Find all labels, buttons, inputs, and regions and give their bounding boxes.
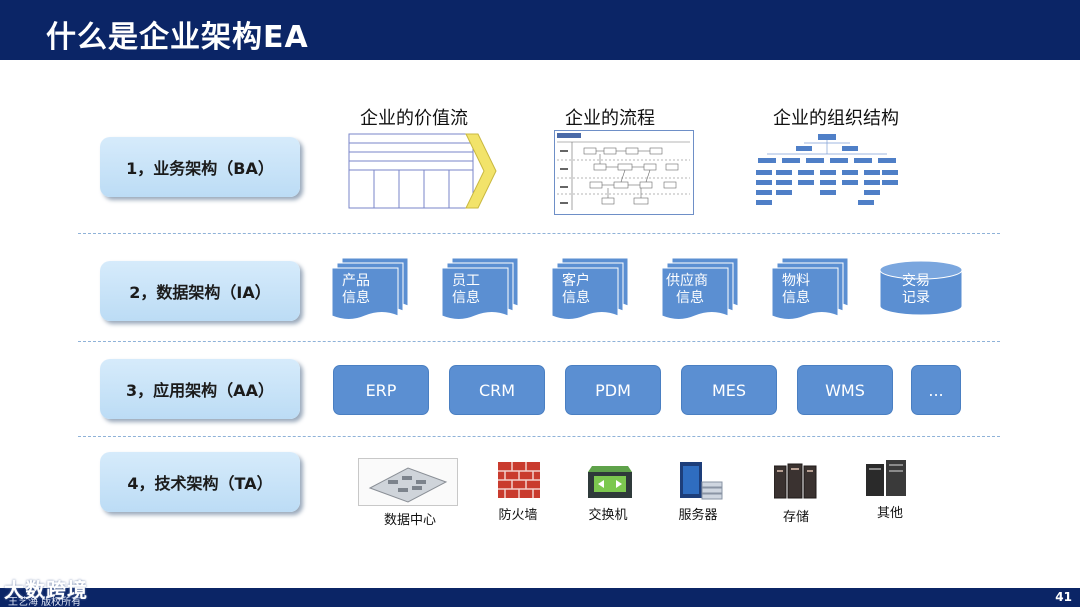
separator bbox=[78, 341, 1000, 342]
tech-other: 其他 bbox=[876, 506, 903, 521]
org-chart-diagram bbox=[756, 134, 898, 205]
datacenter-icon bbox=[358, 458, 458, 506]
data-item-customer: 客户 信息 bbox=[562, 273, 590, 306]
other-hardware-icon bbox=[866, 460, 906, 496]
tech-storage: 存储 bbox=[782, 510, 809, 525]
data-item-product: 产品 信息 bbox=[342, 273, 370, 306]
document-stack-icon bbox=[442, 257, 519, 320]
data-item-employee: 员工 信息 bbox=[452, 273, 480, 306]
tech-datacenter: 数据中心 bbox=[383, 513, 436, 528]
value-chain-diagram bbox=[348, 133, 497, 209]
app-wms[interactable]: WMS bbox=[797, 365, 893, 415]
app-mes[interactable]: MES bbox=[681, 365, 777, 415]
document-stack-icon bbox=[662, 257, 739, 320]
app-pdm[interactable]: PDM bbox=[565, 365, 661, 415]
footer-bar bbox=[0, 588, 1080, 607]
header-bar bbox=[0, 0, 1080, 60]
data-item-transactions: 交易 记录 bbox=[902, 273, 930, 306]
watermark: 大数跨境 bbox=[4, 578, 88, 602]
server-icon bbox=[680, 462, 723, 500]
app-erp[interactable]: ERP bbox=[333, 365, 429, 415]
layer-application[interactable]: 3，应用架构（AA） bbox=[100, 359, 300, 419]
data-item-supplier: 供应商 信息 bbox=[666, 273, 708, 306]
database-icon bbox=[879, 260, 963, 316]
firewall-icon bbox=[498, 462, 540, 498]
process-flow-diagram bbox=[554, 130, 694, 215]
document-stack-icon bbox=[772, 257, 849, 320]
separator bbox=[78, 436, 1000, 437]
layer-data[interactable]: 2，数据架构（IA） bbox=[100, 261, 300, 321]
separator bbox=[78, 233, 1000, 234]
page-title: 什么是企业架构EA bbox=[46, 20, 309, 55]
org-structure-title: 企业的组织结构 bbox=[773, 108, 899, 129]
watermark-sub: 王艺海 版权所有 bbox=[8, 597, 82, 608]
app-crm[interactable]: CRM bbox=[449, 365, 545, 415]
layer-business[interactable]: 1，业务架构（BA） bbox=[100, 137, 300, 197]
tech-server: 服务器 bbox=[678, 508, 718, 523]
process-title: 企业的流程 bbox=[565, 108, 655, 129]
layer-technology[interactable]: 4，技术架构（TA） bbox=[100, 452, 300, 512]
document-stack-icon bbox=[552, 257, 629, 320]
page-number: 41 bbox=[1055, 590, 1072, 604]
switch-icon bbox=[588, 466, 632, 498]
value-chain-title: 企业的价值流 bbox=[360, 108, 468, 129]
document-stack-icon bbox=[332, 257, 409, 320]
app-more[interactable]: ... bbox=[911, 365, 961, 415]
data-item-material: 物料 信息 bbox=[782, 273, 810, 306]
tech-firewall: 防火墙 bbox=[498, 508, 538, 523]
storage-icon bbox=[774, 463, 817, 499]
tech-switch: 交换机 bbox=[588, 508, 628, 523]
